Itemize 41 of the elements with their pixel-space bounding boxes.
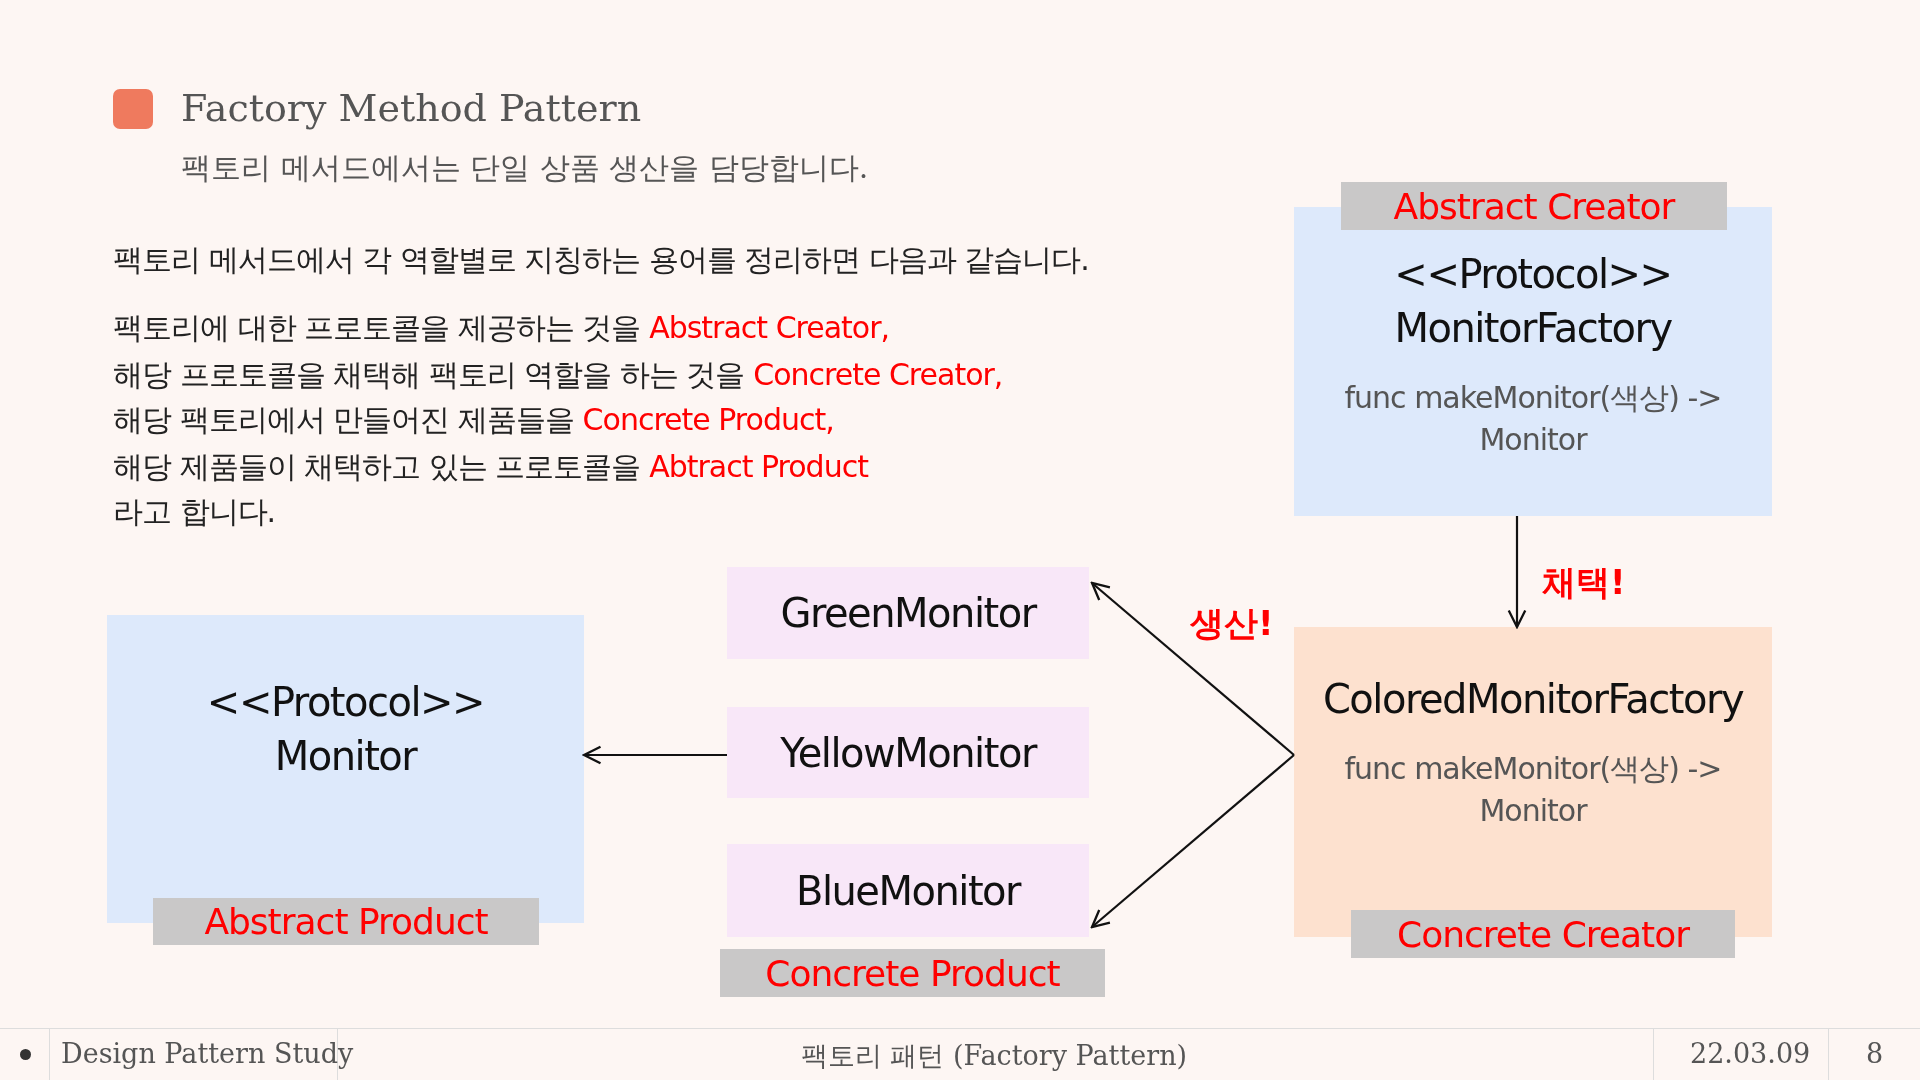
arrow (1090, 581, 1295, 756)
product-box (727, 567, 1089, 659)
edge-label: 채택! (1542, 561, 1626, 604)
page-number: 8 (1866, 1038, 1884, 1069)
footer-text: 팩토리 패턴 (Factory Pattern) (800, 1039, 1188, 1073)
arrow (582, 745, 727, 765)
role-tag (720, 949, 1105, 997)
role-tag (1351, 910, 1735, 958)
term-text: Concrete Product, (582, 402, 834, 437)
type-name: <<Protocol>> Monitor (205, 678, 486, 781)
term-text: Abstract Creator, (649, 310, 890, 345)
body-text: 라고 합니다. (113, 493, 276, 531)
arrow (1090, 754, 1295, 929)
body-text: 해당 프로토콜을 채택해 팩토리 역할을 하는 것을 (113, 357, 745, 392)
body-text: 해당 제품들이 채택하고 있는 프로토콜을 (113, 449, 641, 484)
term-text: Abtract Product (649, 449, 868, 484)
footer-text: Design Pattern Study (61, 1038, 354, 1069)
subtitle: 팩토리 메서드에서는 단일 상품 생산을 담당합니다. (181, 149, 869, 187)
role-name: Concrete Product (765, 952, 1060, 994)
body-text: 해당 팩토리에서 만들어진 제품들을 (113, 402, 574, 437)
type-name: YellowMonitor (779, 728, 1038, 778)
role-name: Abstract Product (204, 901, 488, 942)
edge-label: 생산! (1190, 602, 1274, 645)
role-name: Concrete Creator (1397, 913, 1689, 955)
type-name: ColoredMonitorFactory (1321, 675, 1745, 724)
product-box (727, 707, 1089, 798)
role-name: Abstract Creator (1393, 185, 1675, 227)
role-tag (153, 898, 539, 945)
body-text: 팩토리에 대한 프로토콜을 제공하는 것을 (113, 310, 641, 345)
product-box (727, 844, 1089, 937)
method-signature: func makeMonitor(색상) -> Monitor (1344, 379, 1722, 459)
slide-title: Factory Method Pattern (181, 86, 642, 130)
type-name: BlueMonitor (794, 866, 1022, 916)
intro-text: 팩토리 메서드에서 각 역할별로 지칭하는 용어를 정리하면 다음과 같습니다. (113, 241, 1089, 279)
type-name: GreenMonitor (779, 589, 1038, 638)
arrow (1507, 516, 1527, 629)
type-name: <<Protocol>> MonitorFactory (1393, 250, 1673, 353)
term-text: Concrete Creator, (753, 357, 1003, 392)
method-signature: func makeMonitor(색상) -> Monitor (1344, 750, 1722, 830)
footer-date: 22.03.09 (1690, 1038, 1811, 1069)
role-tag (1341, 182, 1727, 230)
